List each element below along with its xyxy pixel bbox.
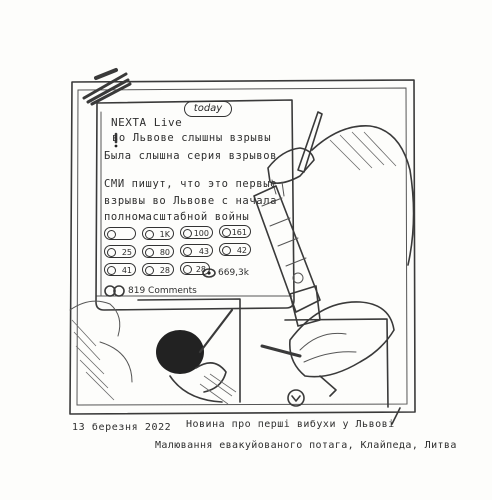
reaction-fire[interactable]: 100 [180, 226, 213, 239]
comment-avatars [104, 285, 125, 297]
post-text-line: Была слышна серия взрывов [104, 150, 278, 162]
post-text-line: полномасштабной войны [104, 211, 250, 223]
reaction-count: 100 [193, 229, 209, 238]
cry-icon [145, 248, 154, 257]
thumbs-up-icon [107, 230, 116, 239]
reaction-angry[interactable]: 42 [219, 243, 251, 256]
date-badge: today [184, 101, 232, 117]
reaction-count: 41 [121, 266, 132, 275]
reaction-thumbs-up[interactable] [104, 227, 136, 240]
sad-icon [222, 228, 231, 237]
scroll-down-icon [287, 389, 305, 407]
caption-date: 13 березня 2022 [72, 422, 172, 433]
exclamation-icon [114, 132, 118, 148]
fire-icon [183, 229, 192, 238]
caption-divider [391, 407, 401, 425]
reaction-sad[interactable]: 161 [219, 225, 251, 238]
person-hair [69, 300, 133, 401]
channel-name[interactable]: NEXTA Live [111, 116, 183, 129]
right-hand [260, 301, 395, 397]
reaction-smile[interactable]: 1K [142, 227, 174, 240]
reaction-count: 28 [159, 266, 170, 275]
reaction-count: 28 [195, 265, 206, 274]
reaction-count: 25 [121, 248, 132, 257]
reaction-count: 43 [198, 247, 209, 256]
reaction-shock[interactable]: 43 [180, 244, 213, 257]
comments-link[interactable]: 819 Comments [128, 286, 197, 296]
reaction-clap[interactable]: 28 [180, 262, 210, 275]
shock-icon [183, 247, 192, 256]
frame-scribble [82, 68, 132, 106]
reaction-pray[interactable]: 28 [142, 263, 174, 276]
reaction-count: 42 [236, 246, 247, 255]
reaction-laugh[interactable]: 25 [104, 245, 136, 258]
caption-title: Новина про перші вибухи у Львові [186, 419, 395, 430]
pray-icon [145, 266, 154, 275]
heart-icon [107, 266, 116, 275]
laugh-icon [107, 248, 116, 257]
hand-with-pencil [267, 111, 415, 266]
reaction-count: 80 [159, 248, 170, 257]
phone-screen [95, 99, 295, 311]
post-text-line: во Львове слышны взрывы [112, 132, 272, 144]
smile-icon [145, 230, 154, 239]
child-with-pencil [156, 308, 237, 405]
reaction-count: 1K [159, 230, 170, 239]
post-text-line: СМИ пишут, что это первые [104, 178, 278, 190]
reaction-heart[interactable]: 41 [104, 263, 136, 276]
caption-subtitle: Малювання евакуйованого потага, Клайпеда… [155, 440, 457, 451]
view-count: 669,3k [218, 268, 249, 278]
reaction-count: 161 [231, 228, 247, 237]
clap-icon [183, 265, 192, 274]
handheld-device [253, 185, 321, 327]
reaction-cry[interactable]: 80 [142, 245, 174, 258]
angry-icon [222, 246, 231, 255]
post-text-line: взрывы во Львове с начала [104, 195, 278, 207]
